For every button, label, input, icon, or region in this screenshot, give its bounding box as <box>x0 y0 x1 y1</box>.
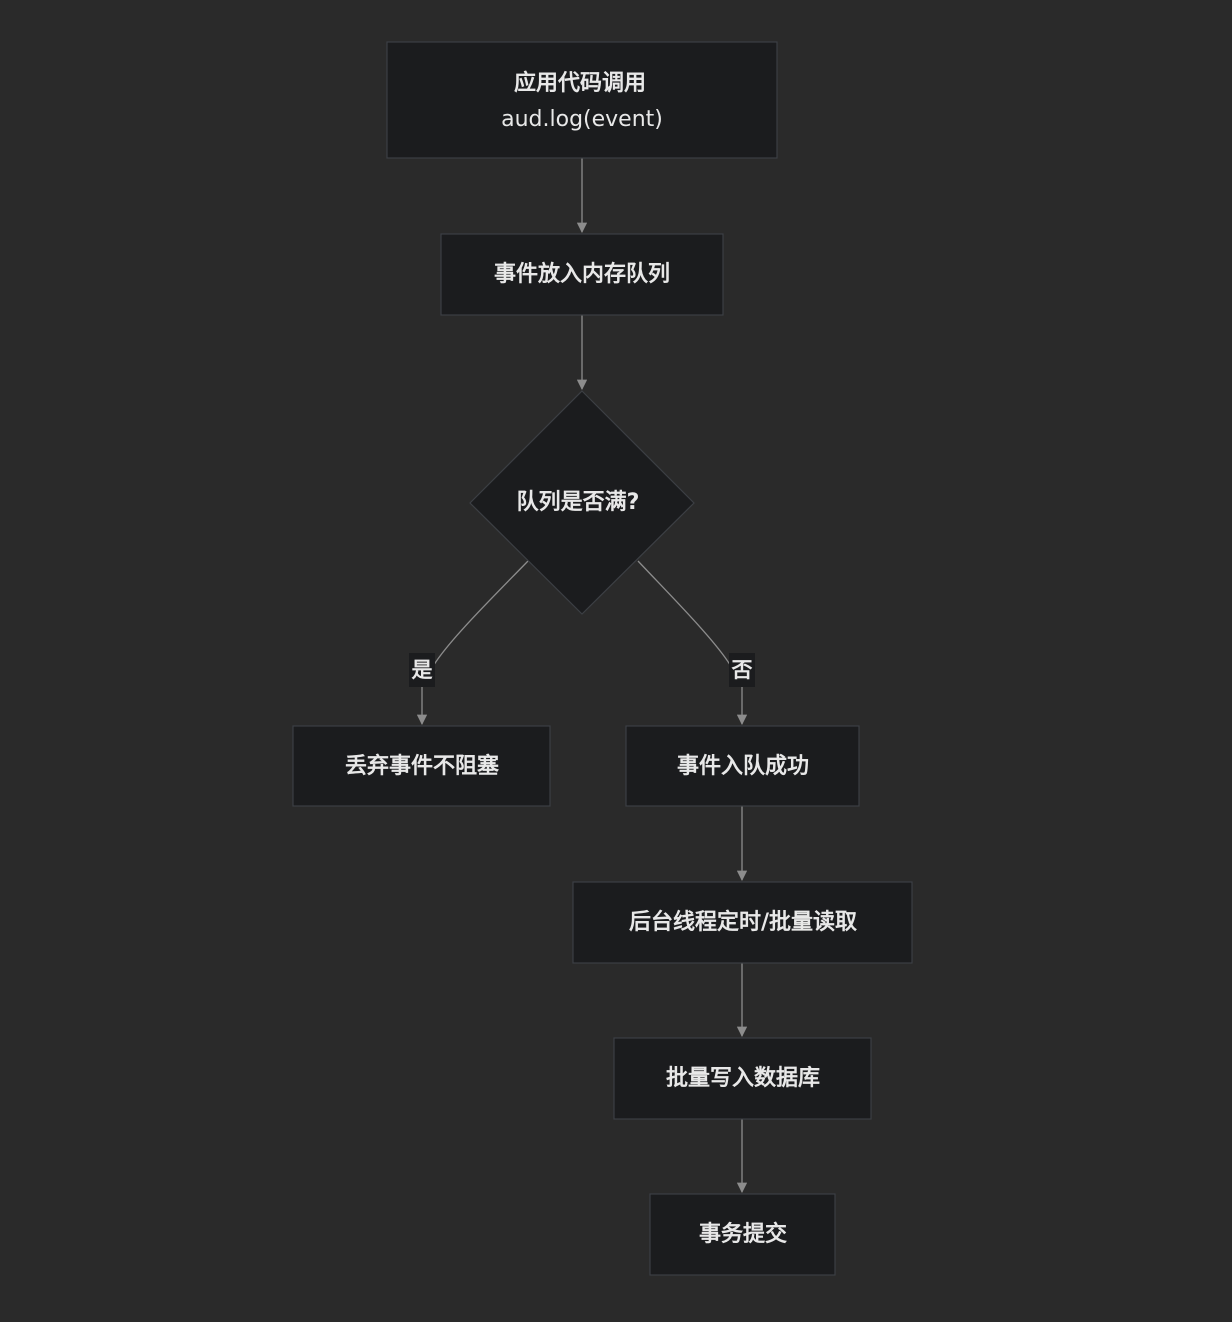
edge-label-yes-text: 是 <box>412 658 433 682</box>
node-enqueue-label: 事件放入内存队列 <box>494 261 670 287</box>
node-worker: 后台线程定时/批量读取 <box>572 881 913 964</box>
edge-label-no-text: 否 <box>732 658 753 682</box>
node-decision-label: 队列是否满? <box>517 490 640 515</box>
node-drop-label: 丢弃事件不阻塞 <box>345 753 500 779</box>
node-drop: 丢弃事件不阻塞 <box>292 725 551 807</box>
edge-decision-to-success <box>637 560 748 726</box>
node-success-label: 事件入队成功 <box>677 753 809 779</box>
node-success: 事件入队成功 <box>625 725 860 807</box>
edge-label-yes: 是 <box>409 653 435 687</box>
node-batch-write-label: 批量写入数据库 <box>666 1065 820 1091</box>
edge-decision-to-drop <box>416 560 529 726</box>
node-start-title: 应用代码调用 <box>514 70 646 96</box>
node-commit-label: 事务提交 <box>699 1221 787 1247</box>
node-batch-write: 批量写入数据库 <box>613 1037 872 1120</box>
node-decision: 队列是否满? <box>469 390 695 615</box>
node-worker-label: 后台线程定时/批量读取 <box>629 909 857 935</box>
edge-label-no: 否 <box>729 653 755 687</box>
node-enqueue: 事件放入内存队列 <box>440 233 724 316</box>
node-start-subtitle: aud.log(event) <box>501 107 663 132</box>
node-commit: 事务提交 <box>649 1193 836 1276</box>
node-start: 应用代码调用 aud.log(event) <box>386 41 778 159</box>
